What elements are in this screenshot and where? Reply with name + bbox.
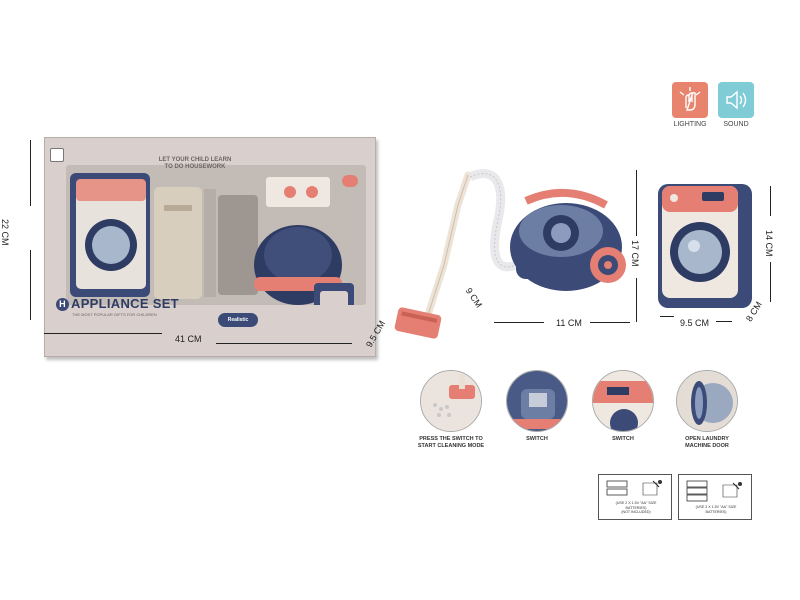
detail-caption-1-line-2: START CLEANING MODE bbox=[417, 443, 485, 449]
dim-vacuum-width: 11 CM bbox=[556, 318, 582, 328]
dim-line-vacuum-height-bottom bbox=[636, 278, 637, 322]
detail-washer-door bbox=[676, 370, 738, 432]
detail-vacuum-switch bbox=[506, 370, 568, 432]
brand-initial-badge: H bbox=[56, 298, 69, 311]
detail-caption-3: SWITCH bbox=[612, 436, 634, 442]
detail-caption-4: OPEN LAUNDRY MACHINE DOOR bbox=[662, 436, 752, 450]
box-logo bbox=[50, 148, 64, 162]
sound-label: SOUND bbox=[723, 121, 749, 128]
dim-line-washer-width-left bbox=[660, 316, 674, 317]
battery-text-1-line-2: BATTERIES) bbox=[625, 505, 647, 510]
dim-line-vacuum-width-right bbox=[590, 322, 630, 323]
washer-switch-icon bbox=[593, 371, 653, 431]
dim-box-width: 41 CM bbox=[175, 334, 202, 344]
detail-caption-4-line-2: MACHINE DOOR bbox=[685, 443, 729, 449]
detail-caption-2: SWITCH bbox=[526, 436, 548, 442]
box-headline-line-1: LET YOUR CHILD LEARN bbox=[158, 157, 232, 163]
battery-diagram-icon bbox=[606, 480, 662, 496]
box-contents-illustration bbox=[70, 173, 354, 305]
detail-caption-4-line-1: OPEN LAUNDRY bbox=[685, 436, 729, 442]
dim-line-washer-height-top bbox=[770, 186, 771, 216]
battery-text-2: (USE 3 X 1.5V "AA" SIZE BATTERIES) bbox=[681, 505, 751, 514]
dim-washer-height: 14 CM bbox=[764, 230, 774, 257]
battery-info-box-1: (USE 2 X 1.5V "AA" SIZE BATTERIES) (NOT … bbox=[598, 474, 672, 520]
detail-washer-switch bbox=[592, 370, 654, 432]
battery-diagram-icon bbox=[686, 480, 742, 502]
dim-line-box-height-top bbox=[30, 140, 31, 206]
box-tagline: THE MOST POPULAR GIFTS FOR CHILDREN bbox=[72, 312, 157, 317]
battery-text-1-line-1: (USE 2 X 1.5V "AA" SIZE bbox=[615, 501, 657, 505]
vacuum-cleaner-illustration bbox=[394, 169, 626, 339]
dim-line-washer-width-right bbox=[716, 321, 732, 322]
dim-line-washer-height-bottom bbox=[770, 262, 771, 302]
hand-light-icon bbox=[672, 82, 708, 118]
battery-text-1-line-3: (NOT INCLUDED) bbox=[621, 510, 651, 514]
sound-tile-bg bbox=[718, 82, 754, 118]
detail-nozzle-switch bbox=[420, 370, 482, 432]
dim-line-vacuum-width-left bbox=[494, 322, 544, 323]
speaker-icon bbox=[718, 82, 754, 118]
battery-text-2-line-2: BATTERIES) bbox=[705, 509, 727, 514]
sound-tile bbox=[718, 82, 754, 118]
battery-info-box-2: (USE 3 X 1.5V "AA" SIZE BATTERIES) bbox=[678, 474, 752, 520]
dim-line-box-width-left bbox=[44, 333, 162, 334]
box-headline: LET YOUR CHILD LEARN TO DO HOUSEWORK bbox=[150, 157, 240, 171]
washing-machine-illustration bbox=[658, 184, 752, 308]
battery-text-2-line-1: (USE 3 X 1.5V "AA" SIZE bbox=[695, 505, 737, 509]
dim-line-box-height-bottom bbox=[30, 250, 31, 320]
vacuum-switch-icon bbox=[507, 371, 567, 431]
brand-name: APPLIANCE SET bbox=[71, 296, 179, 311]
washer-door-icon bbox=[677, 371, 737, 431]
lighting-label: LIGHTING bbox=[673, 121, 707, 128]
dim-vacuum-height: 17 CM bbox=[630, 240, 640, 267]
nozzle-switch-icon bbox=[421, 371, 481, 431]
battery-text-1: (USE 2 X 1.5V "AA" SIZE BATTERIES) (NOT … bbox=[601, 501, 671, 515]
box-headline-line-2: TO DO HOUSEWORK bbox=[164, 164, 226, 170]
dim-line-box-width-right bbox=[216, 343, 352, 344]
box-age-badge bbox=[342, 175, 358, 187]
dim-washer-width: 9.5 CM bbox=[680, 318, 710, 328]
detail-caption-1-line-1: PRESS THE SWITCH TO bbox=[419, 436, 483, 442]
lighting-tile bbox=[672, 82, 708, 118]
dim-box-height: 22 CM bbox=[0, 219, 10, 246]
dim-line-vacuum-height-top bbox=[636, 170, 637, 236]
box-realistic-badge: Realistic bbox=[218, 313, 258, 327]
detail-caption-1: PRESS THE SWITCH TO START CLEANING MODE bbox=[405, 436, 497, 450]
